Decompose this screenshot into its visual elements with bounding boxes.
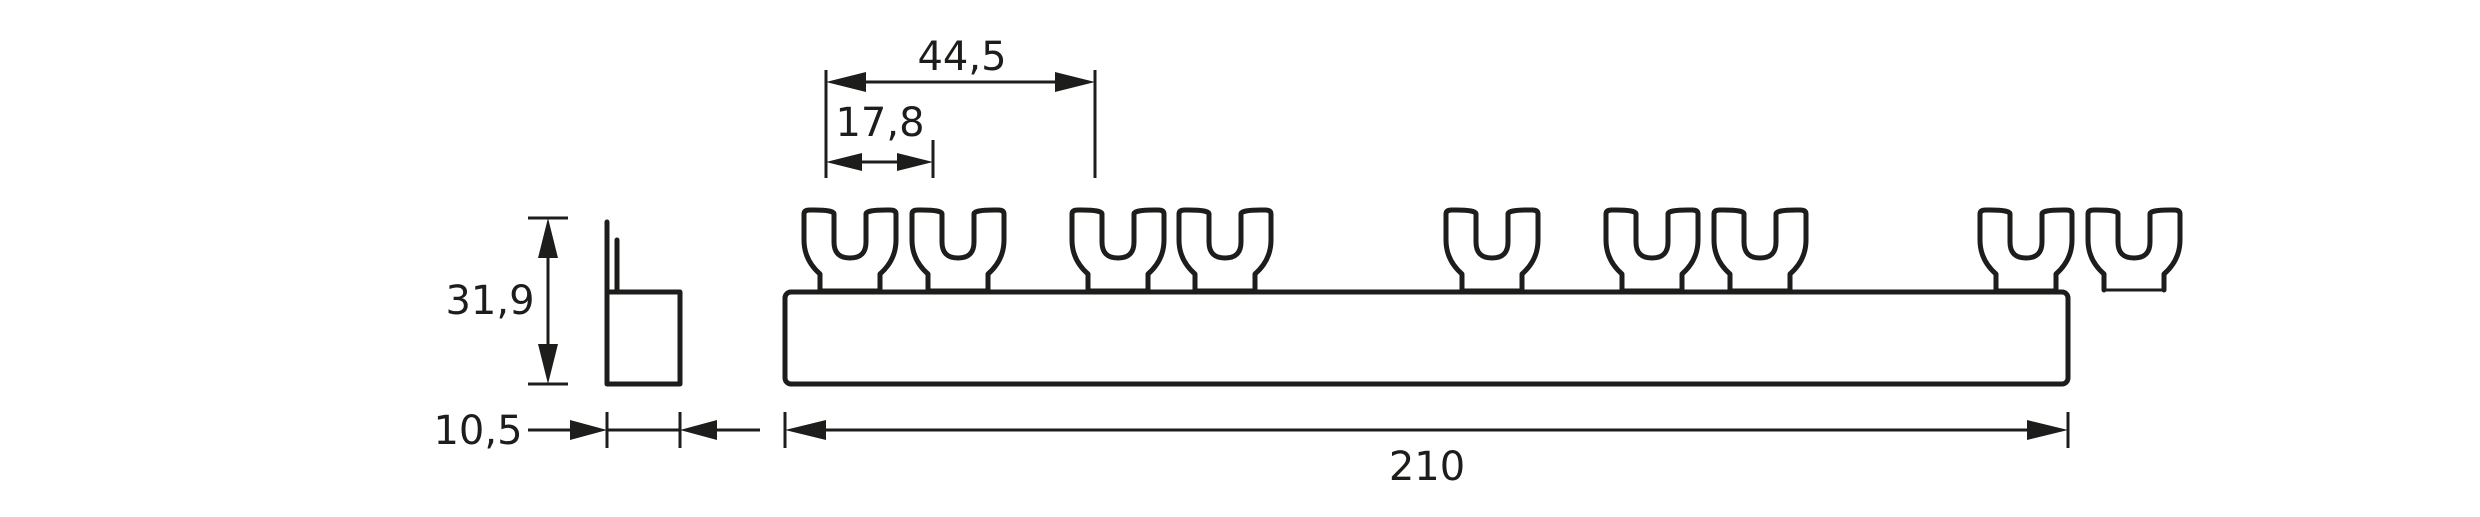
- dimension-height: 31,9: [445, 216, 568, 386]
- fork-terminal: [909, 207, 1007, 293]
- fork-terminal: [1977, 207, 2075, 293]
- dimension-label-depth: 10,5: [433, 408, 522, 454]
- fork-terminal: [1603, 207, 1701, 293]
- dimension-label-pitch-single: 17,8: [835, 100, 924, 146]
- fork-terminal: [1443, 207, 1541, 293]
- dimension-label-pitch-double: 44,5: [917, 34, 1006, 80]
- fork-terminal: [1176, 207, 1274, 293]
- busbar-body-front: [782, 289, 2071, 387]
- fork-terminal: [2085, 207, 2183, 293]
- fork-terminal: [801, 207, 899, 293]
- dimension-pitch-single: 17,8: [826, 100, 935, 178]
- dimension-length: 210: [783, 412, 2070, 490]
- dimension-depth: 10,5: [433, 408, 760, 454]
- dimension-label-length: 210: [1389, 444, 1465, 490]
- dimension-label-height: 31,9: [445, 278, 534, 324]
- busbar-side-view: [604, 219, 683, 387]
- dimension-pitch-double: 44,5: [824, 34, 1097, 178]
- fork-terminal: [1711, 207, 1809, 293]
- fork-terminal: [1069, 207, 1167, 293]
- fork-terminals: [801, 207, 2183, 293]
